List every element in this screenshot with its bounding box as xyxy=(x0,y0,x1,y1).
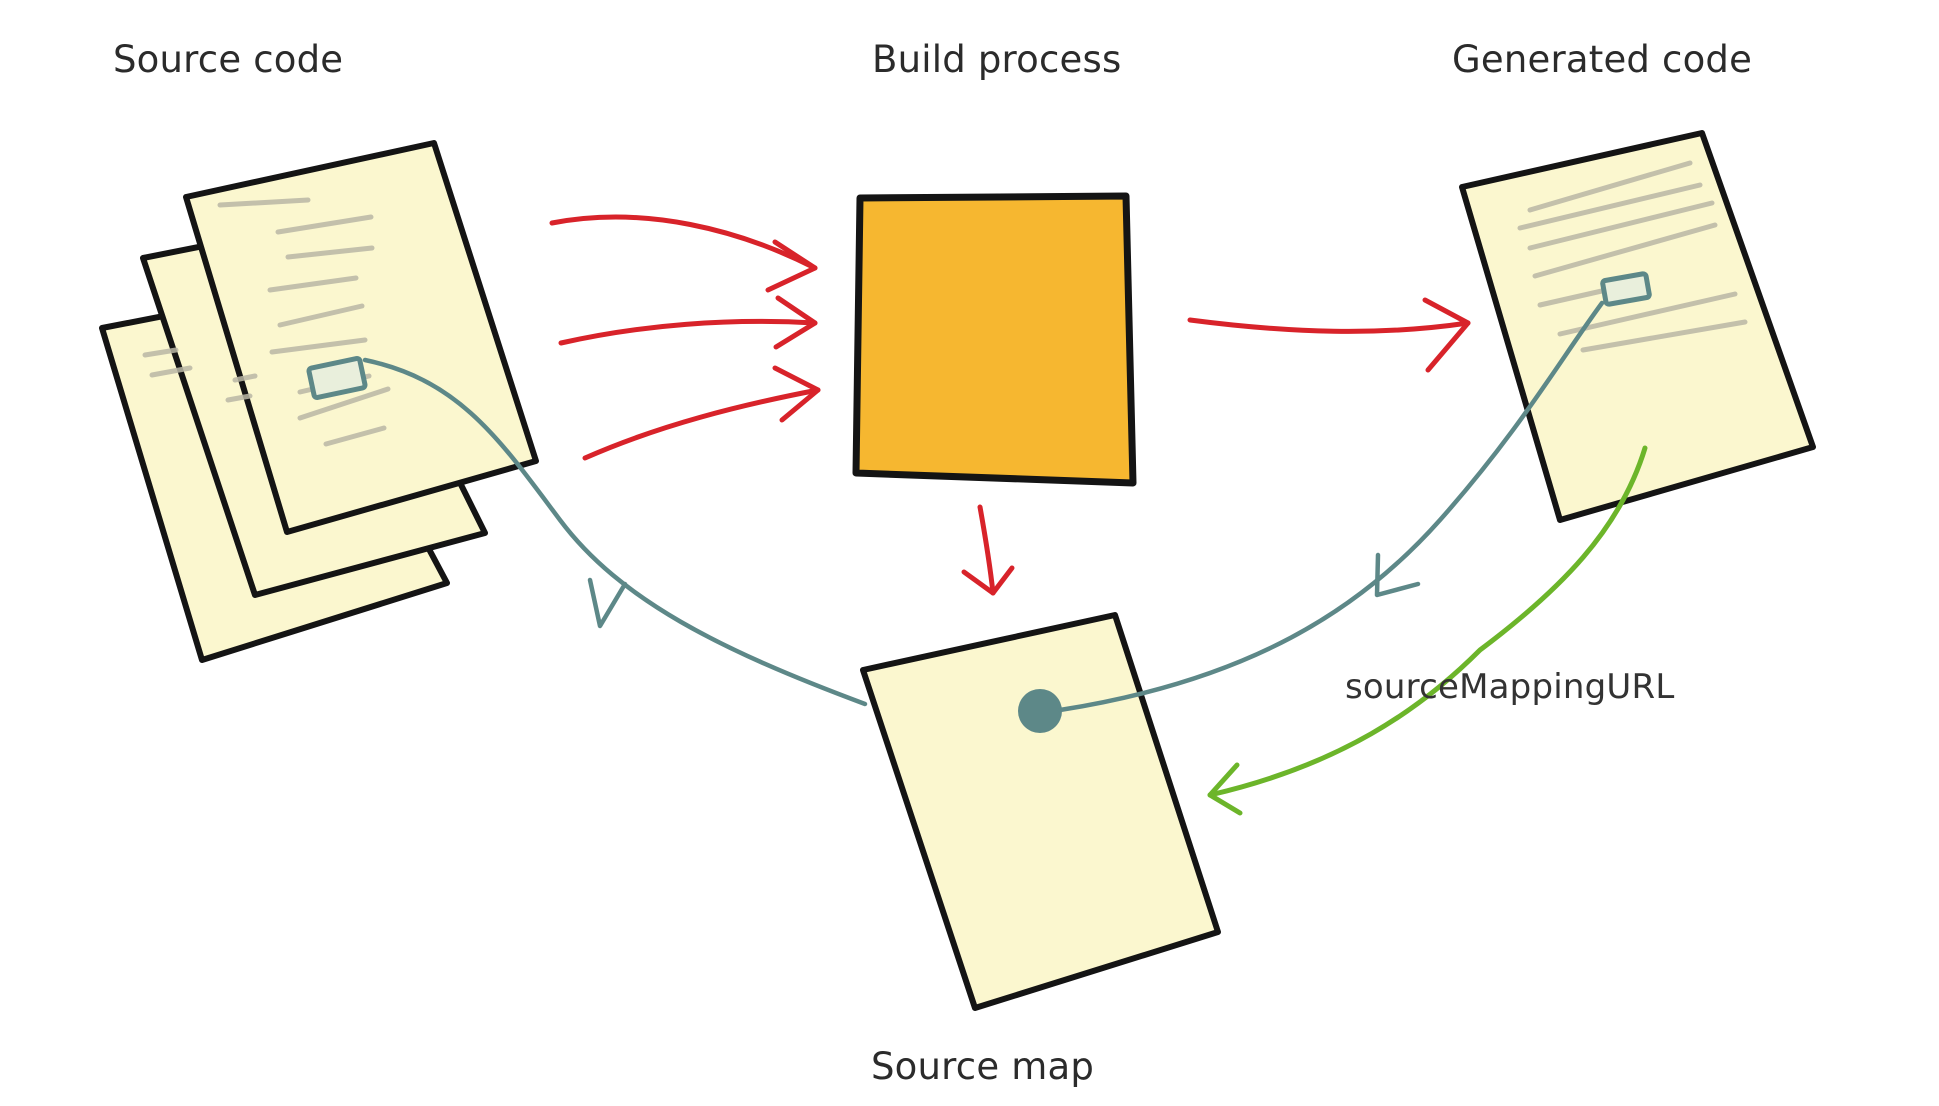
source-map-page xyxy=(860,612,1221,1011)
source-map-document xyxy=(860,612,1221,1011)
source-mapping-url-arrow xyxy=(1207,445,1648,816)
build-output-arrow xyxy=(1187,297,1471,373)
generated-code-page xyxy=(1459,130,1816,523)
generated-code-document xyxy=(1459,130,1816,523)
label-source-map: Source map xyxy=(871,1045,1095,1088)
source-map-anchor-dot xyxy=(1018,689,1062,733)
source-map-output-arrow xyxy=(961,504,1015,596)
label-build-process: Build process xyxy=(872,38,1122,81)
label-source-code: Source code xyxy=(113,38,344,81)
source-code-documents xyxy=(99,140,539,663)
generated-code-text-lines xyxy=(1517,160,1748,353)
label-source-mapping-url: sourceMappingURL xyxy=(1345,667,1675,707)
source-code-page-front xyxy=(183,140,539,535)
build-process-box xyxy=(852,192,1137,487)
mapping-links xyxy=(362,300,1605,713)
source-code-highlight xyxy=(306,355,368,401)
label-generated-code: Generated code xyxy=(1452,38,1753,81)
generated-code-highlight xyxy=(1600,271,1652,307)
compile-arrows xyxy=(549,214,821,461)
